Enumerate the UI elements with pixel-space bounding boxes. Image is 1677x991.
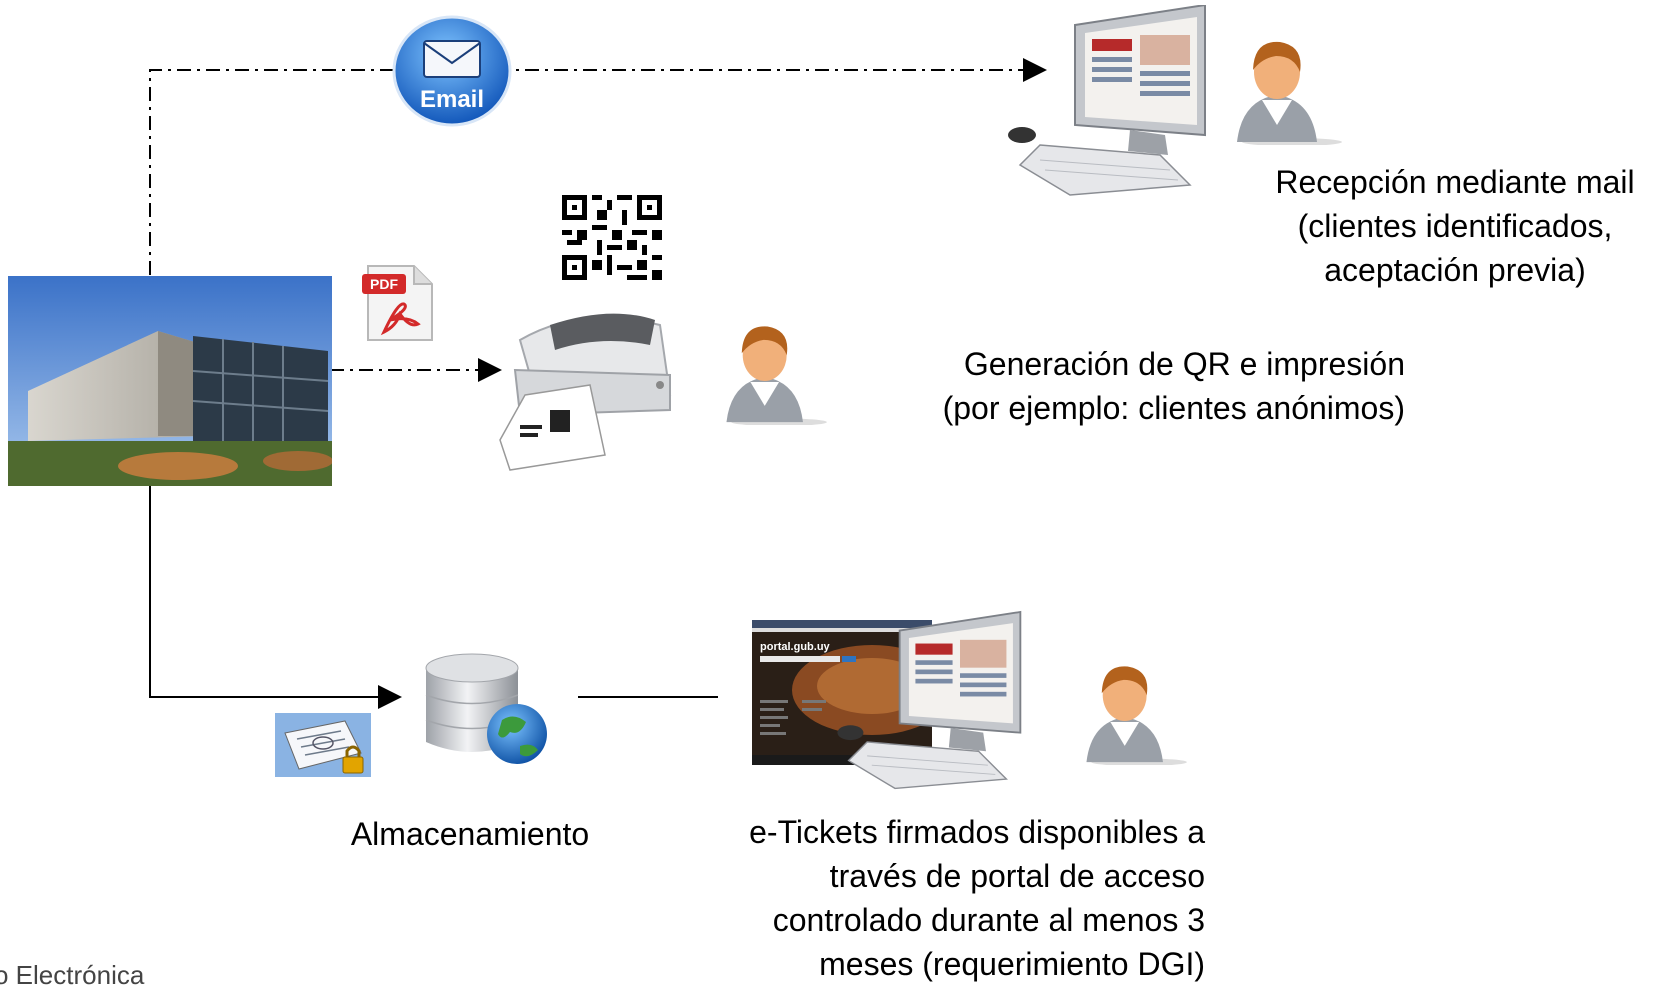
email-caption-line2: (clientes identificados, <box>1297 208 1613 244</box>
printer-icon <box>490 300 690 475</box>
email-connector <box>149 58 1047 275</box>
signed-document-icon <box>275 713 371 777</box>
footer-text: o Electrónica <box>0 960 145 990</box>
qr-caption-line2: (por ejemplo: clientes anónimos) <box>942 390 1405 426</box>
computer-icon <box>1000 3 1210 200</box>
portal-title: portal.gub.uy <box>760 641 831 653</box>
email-caption-line1: Recepción mediante mail <box>1275 164 1635 200</box>
qr-caption-line1: Generación de QR e impresión <box>963 346 1405 382</box>
qr-code-icon <box>557 190 667 285</box>
computer-icon <box>830 605 1025 800</box>
person-icon <box>1222 30 1342 146</box>
email-caption: Recepción mediante mail (clientes identi… <box>1235 160 1675 292</box>
pdf-badge-label: PDF <box>370 276 398 292</box>
portal-caption-line1: e-Tickets firmados disponibles a <box>749 814 1205 850</box>
person-icon <box>712 315 827 426</box>
portal-caption: e-Tickets firmados disponibles a través … <box>640 810 1205 986</box>
qr-caption: Generación de QR e impresión (por ejempl… <box>820 342 1405 430</box>
email-badge-label: Email <box>420 86 484 113</box>
building-image <box>8 276 332 486</box>
email-caption-line3: aceptación previa) <box>1324 252 1586 288</box>
pdf-icon: PDF <box>360 262 438 344</box>
person-icon <box>1072 655 1187 766</box>
portal-caption-line4: meses (requerimiento DGI) <box>819 946 1205 982</box>
portal-caption-line3: controlado durante al menos 3 <box>772 902 1205 938</box>
database-icon <box>422 650 554 770</box>
storage-connector <box>149 485 402 709</box>
email-icon: Email <box>392 15 512 127</box>
portal-caption-line2: través de portal de acceso <box>829 858 1205 894</box>
storage-caption: Almacenamiento <box>350 816 590 852</box>
